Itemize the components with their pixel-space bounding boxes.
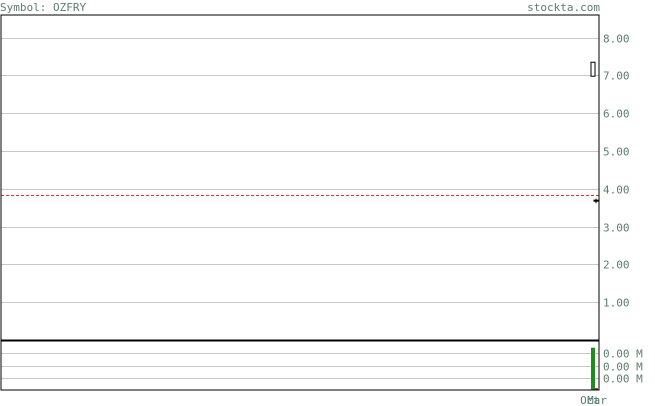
price-gridlines — [1, 38, 599, 303]
price-tick-labels: 1.00 2.00 3.00 4.00 5.00 6.00 7.00 8.00 — [603, 33, 630, 310]
volume-bar — [591, 347, 595, 390]
volume-bar — [595, 388, 598, 390]
symbol-label: Symbol: OZFRY — [0, 1, 86, 14]
price-tick-label: 1.00 — [603, 297, 630, 310]
candlestick-series — [590, 61, 599, 204]
candle-body — [590, 61, 596, 77]
price-tick-label: 7.00 — [603, 70, 630, 83]
volume-tick-label: 0.00 M — [603, 373, 643, 386]
price-panel: 1.00 2.00 3.00 4.00 5.00 6.00 7.00 8.00 — [0, 14, 630, 341]
price-tick-label: 2.00 — [603, 259, 630, 272]
volume-tick-label: 0.00 M — [603, 348, 643, 361]
price-tick-label: 6.00 — [603, 108, 630, 121]
price-tick-label: 8.00 — [603, 33, 630, 46]
price-tick-label: 3.00 — [603, 222, 630, 235]
x-axis-label: Mar — [587, 394, 607, 406]
candle-body — [593, 199, 599, 202]
price-panel-frame — [0, 14, 600, 341]
price-tick-label: 5.00 — [603, 146, 630, 159]
volume-tick-label: 0.00 M — [603, 361, 643, 374]
volume-gridlines — [1, 353, 599, 379]
site-label: stockta.com — [527, 1, 600, 14]
volume-tick-labels: 0.00 M0.00 M0.00 M — [603, 348, 643, 386]
volume-panel: 0.00 M0.00 M0.00 M — [0, 340, 643, 391]
volume-bars — [591, 347, 598, 390]
volume-panel-frame — [0, 340, 600, 391]
x-axis-label: Oct — [580, 394, 600, 406]
price-tick-label: 4.00 — [603, 184, 630, 197]
